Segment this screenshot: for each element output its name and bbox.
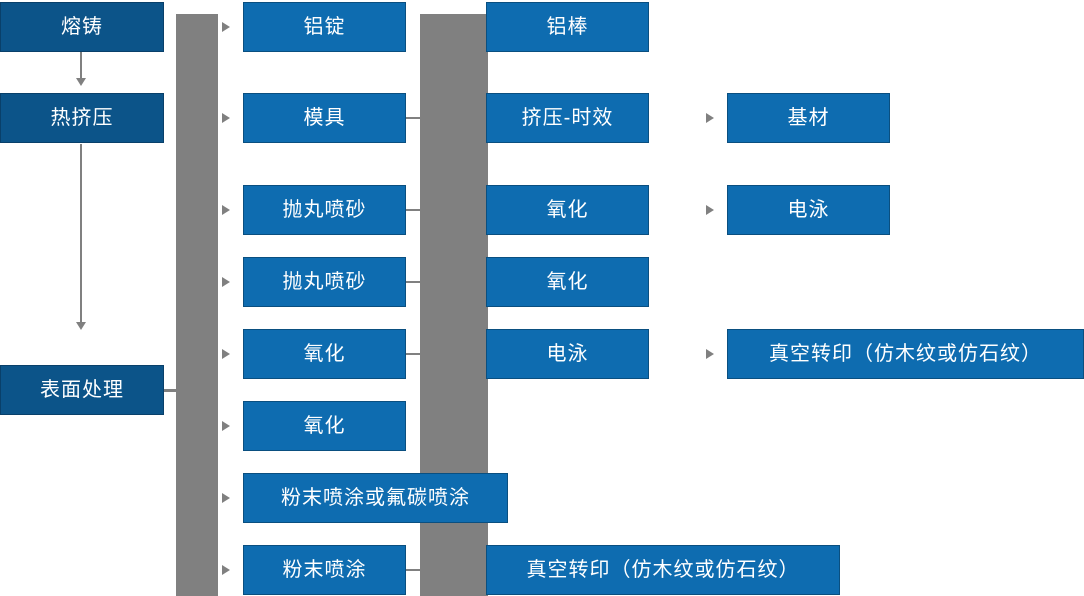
col2-powder-or-fluorocarbon-label: 粉末喷涂或氟碳喷涂	[281, 487, 470, 509]
col3-oxidation-2-label: 氧化	[546, 271, 589, 293]
col2-ingot[interactable]: 铝锭	[243, 2, 406, 52]
connector-bar-middle	[420, 14, 442, 596]
arrow-to-shotblast-1	[222, 205, 230, 215]
col3-extrusion-aging[interactable]: 挤压-时效	[486, 93, 649, 143]
arrow-to-mold	[222, 113, 230, 123]
col2-oxidation-2-label: 氧化	[303, 415, 346, 437]
col3-vacuum-transfer[interactable]: 真空转印（仿木纹或仿石纹）	[486, 545, 840, 595]
connector-melt-to-hot	[80, 52, 82, 80]
arrow-to-base-material	[706, 113, 714, 123]
arrow-to-powder-or-fluorocarbon	[222, 493, 230, 503]
col3-oxidation-2[interactable]: 氧化	[486, 257, 649, 307]
col2-mold-label: 模具	[303, 107, 346, 129]
arrow-to-electrophoresis-out	[706, 205, 714, 215]
arrow-to-ingot	[222, 22, 230, 32]
col2-powder-coating[interactable]: 粉末喷涂	[243, 545, 406, 595]
stage-melt-cast-label: 熔铸	[61, 16, 103, 38]
col3-electrophoresis-label: 电泳	[546, 343, 589, 365]
col3-vacuum-transfer-label: 真空转印（仿木纹或仿石纹）	[526, 559, 800, 581]
col2-ingot-label: 铝锭	[303, 16, 346, 38]
arrow-to-vacuum-transfer-out	[706, 349, 714, 359]
col4-base-material-label: 基材	[787, 107, 830, 129]
col3-aluminum-bar-label: 铝棒	[546, 16, 589, 38]
link-shotblast1-to-bar	[406, 209, 424, 211]
col2-mold[interactable]: 模具	[243, 93, 406, 143]
connector-melt-arrow	[76, 78, 86, 86]
col3-oxidation-1[interactable]: 氧化	[486, 185, 649, 235]
stage-hot-extrusion[interactable]: 热挤压	[0, 93, 164, 143]
arrow-to-powder-coating	[222, 565, 230, 575]
stage-surface-treatment[interactable]: 表面处理	[0, 365, 164, 415]
col2-oxidation-1[interactable]: 氧化	[243, 329, 406, 379]
link-oxidation1-to-bar	[406, 353, 424, 355]
col2-oxidation-2[interactable]: 氧化	[243, 401, 406, 451]
col4-base-material[interactable]: 基材	[727, 93, 890, 143]
connector-hot-to-surface	[80, 144, 82, 324]
col2-shotblast-1-label: 抛丸喷砂	[282, 199, 367, 221]
col3-aluminum-bar[interactable]: 铝棒	[486, 2, 649, 52]
col2-powder-or-fluorocarbon[interactable]: 粉末喷涂或氟碳喷涂	[243, 473, 508, 523]
col2-shotblast-2-label: 抛丸喷砂	[282, 271, 367, 293]
col2-shotblast-2[interactable]: 抛丸喷砂	[243, 257, 406, 307]
col3-electrophoresis[interactable]: 电泳	[486, 329, 649, 379]
stage-hot-extrusion-label: 热挤压	[50, 107, 114, 129]
col4-vacuum-transfer-label: 真空转印（仿木纹或仿石纹）	[769, 343, 1042, 365]
connector-hot-arrow	[76, 322, 86, 330]
arrow-to-oxidation-1	[222, 349, 230, 359]
arrow-to-shotblast-2	[222, 277, 230, 287]
col4-vacuum-transfer[interactable]: 真空转印（仿木纹或仿石纹）	[727, 329, 1084, 379]
stage-melt-cast[interactable]: 熔铸	[0, 2, 164, 52]
link-shotblast2-to-bar	[406, 281, 424, 283]
col2-oxidation-1-label: 氧化	[303, 343, 346, 365]
link-powdercoat-to-bar	[406, 569, 424, 571]
col3-oxidation-1-label: 氧化	[546, 199, 589, 221]
col3-extrusion-aging-label: 挤压-时效	[521, 107, 614, 129]
col4-electrophoresis-label: 电泳	[787, 199, 830, 221]
col4-electrophoresis[interactable]: 电泳	[727, 185, 890, 235]
stage-surface-treatment-label: 表面处理	[40, 379, 124, 401]
arrow-to-oxidation-2	[222, 421, 230, 431]
col2-shotblast-1[interactable]: 抛丸喷砂	[243, 185, 406, 235]
connector-bar-left	[176, 14, 218, 596]
col2-powder-coating-label: 粉末喷涂	[282, 559, 367, 581]
connector-surface-to-bar	[164, 389, 186, 392]
link-mold-to-bar	[406, 117, 424, 119]
